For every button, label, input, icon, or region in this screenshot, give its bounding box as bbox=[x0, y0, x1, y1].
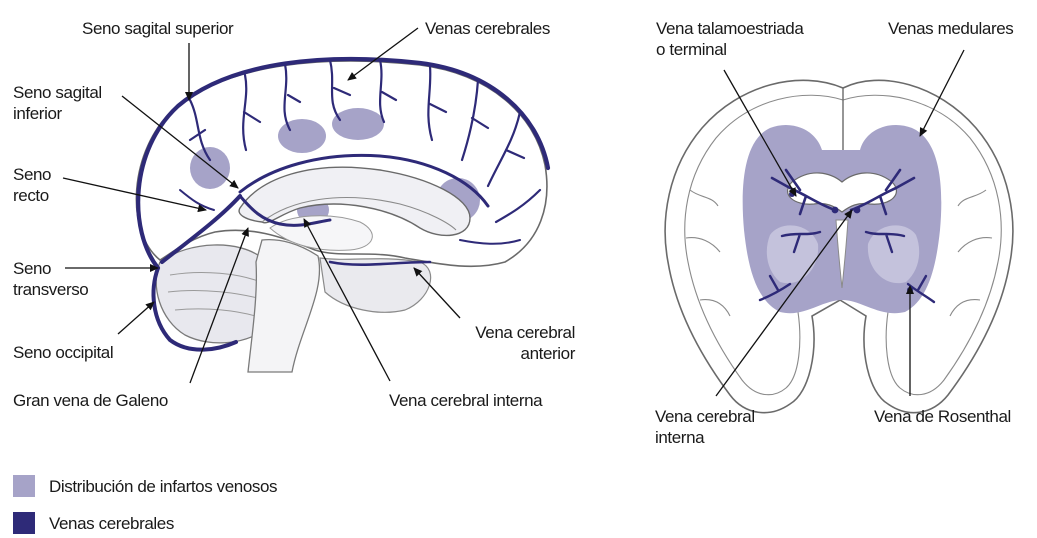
label-seno-occipital: Seno occipital bbox=[13, 342, 113, 363]
legend-item-infarct: Distribución de infartos venosos bbox=[13, 475, 277, 497]
label-seno-recto: Seno recto bbox=[13, 164, 51, 206]
label-vena-talamoestriada: Vena talamoestriada o terminal bbox=[656, 18, 803, 60]
label-vena-rosenthal: Vena de Rosenthal bbox=[874, 406, 1011, 427]
legend-label-veins: Venas cerebrales bbox=[49, 513, 174, 534]
legend-swatch-veins bbox=[13, 512, 35, 534]
label-gran-vena-galeno: Gran vena de Galeno bbox=[13, 390, 168, 411]
label-vena-cerebral-interna-coronal: Vena cerebral interna bbox=[655, 406, 755, 448]
label-seno-sagital-inferior: Seno sagital inferior bbox=[13, 82, 102, 124]
legend-item-veins: Venas cerebrales bbox=[13, 512, 174, 534]
legend-label-infarct: Distribución de infartos venosos bbox=[49, 476, 277, 497]
label-vena-cerebral-interna-sagittal: Vena cerebral interna bbox=[389, 390, 542, 411]
brainstem bbox=[248, 240, 320, 372]
label-seno-sagital-superior: Seno sagital superior bbox=[82, 18, 233, 39]
legend-swatch-infarct bbox=[13, 475, 35, 497]
label-venas-cerebrales: Venas cerebrales bbox=[425, 18, 550, 39]
label-seno-transverso: Seno transverso bbox=[13, 258, 88, 300]
label-venas-medulares: Venas medulares bbox=[888, 18, 1013, 39]
coronal-brain bbox=[665, 80, 1013, 412]
label-vena-cerebral-anterior: Vena cerebral anterior bbox=[440, 322, 575, 364]
